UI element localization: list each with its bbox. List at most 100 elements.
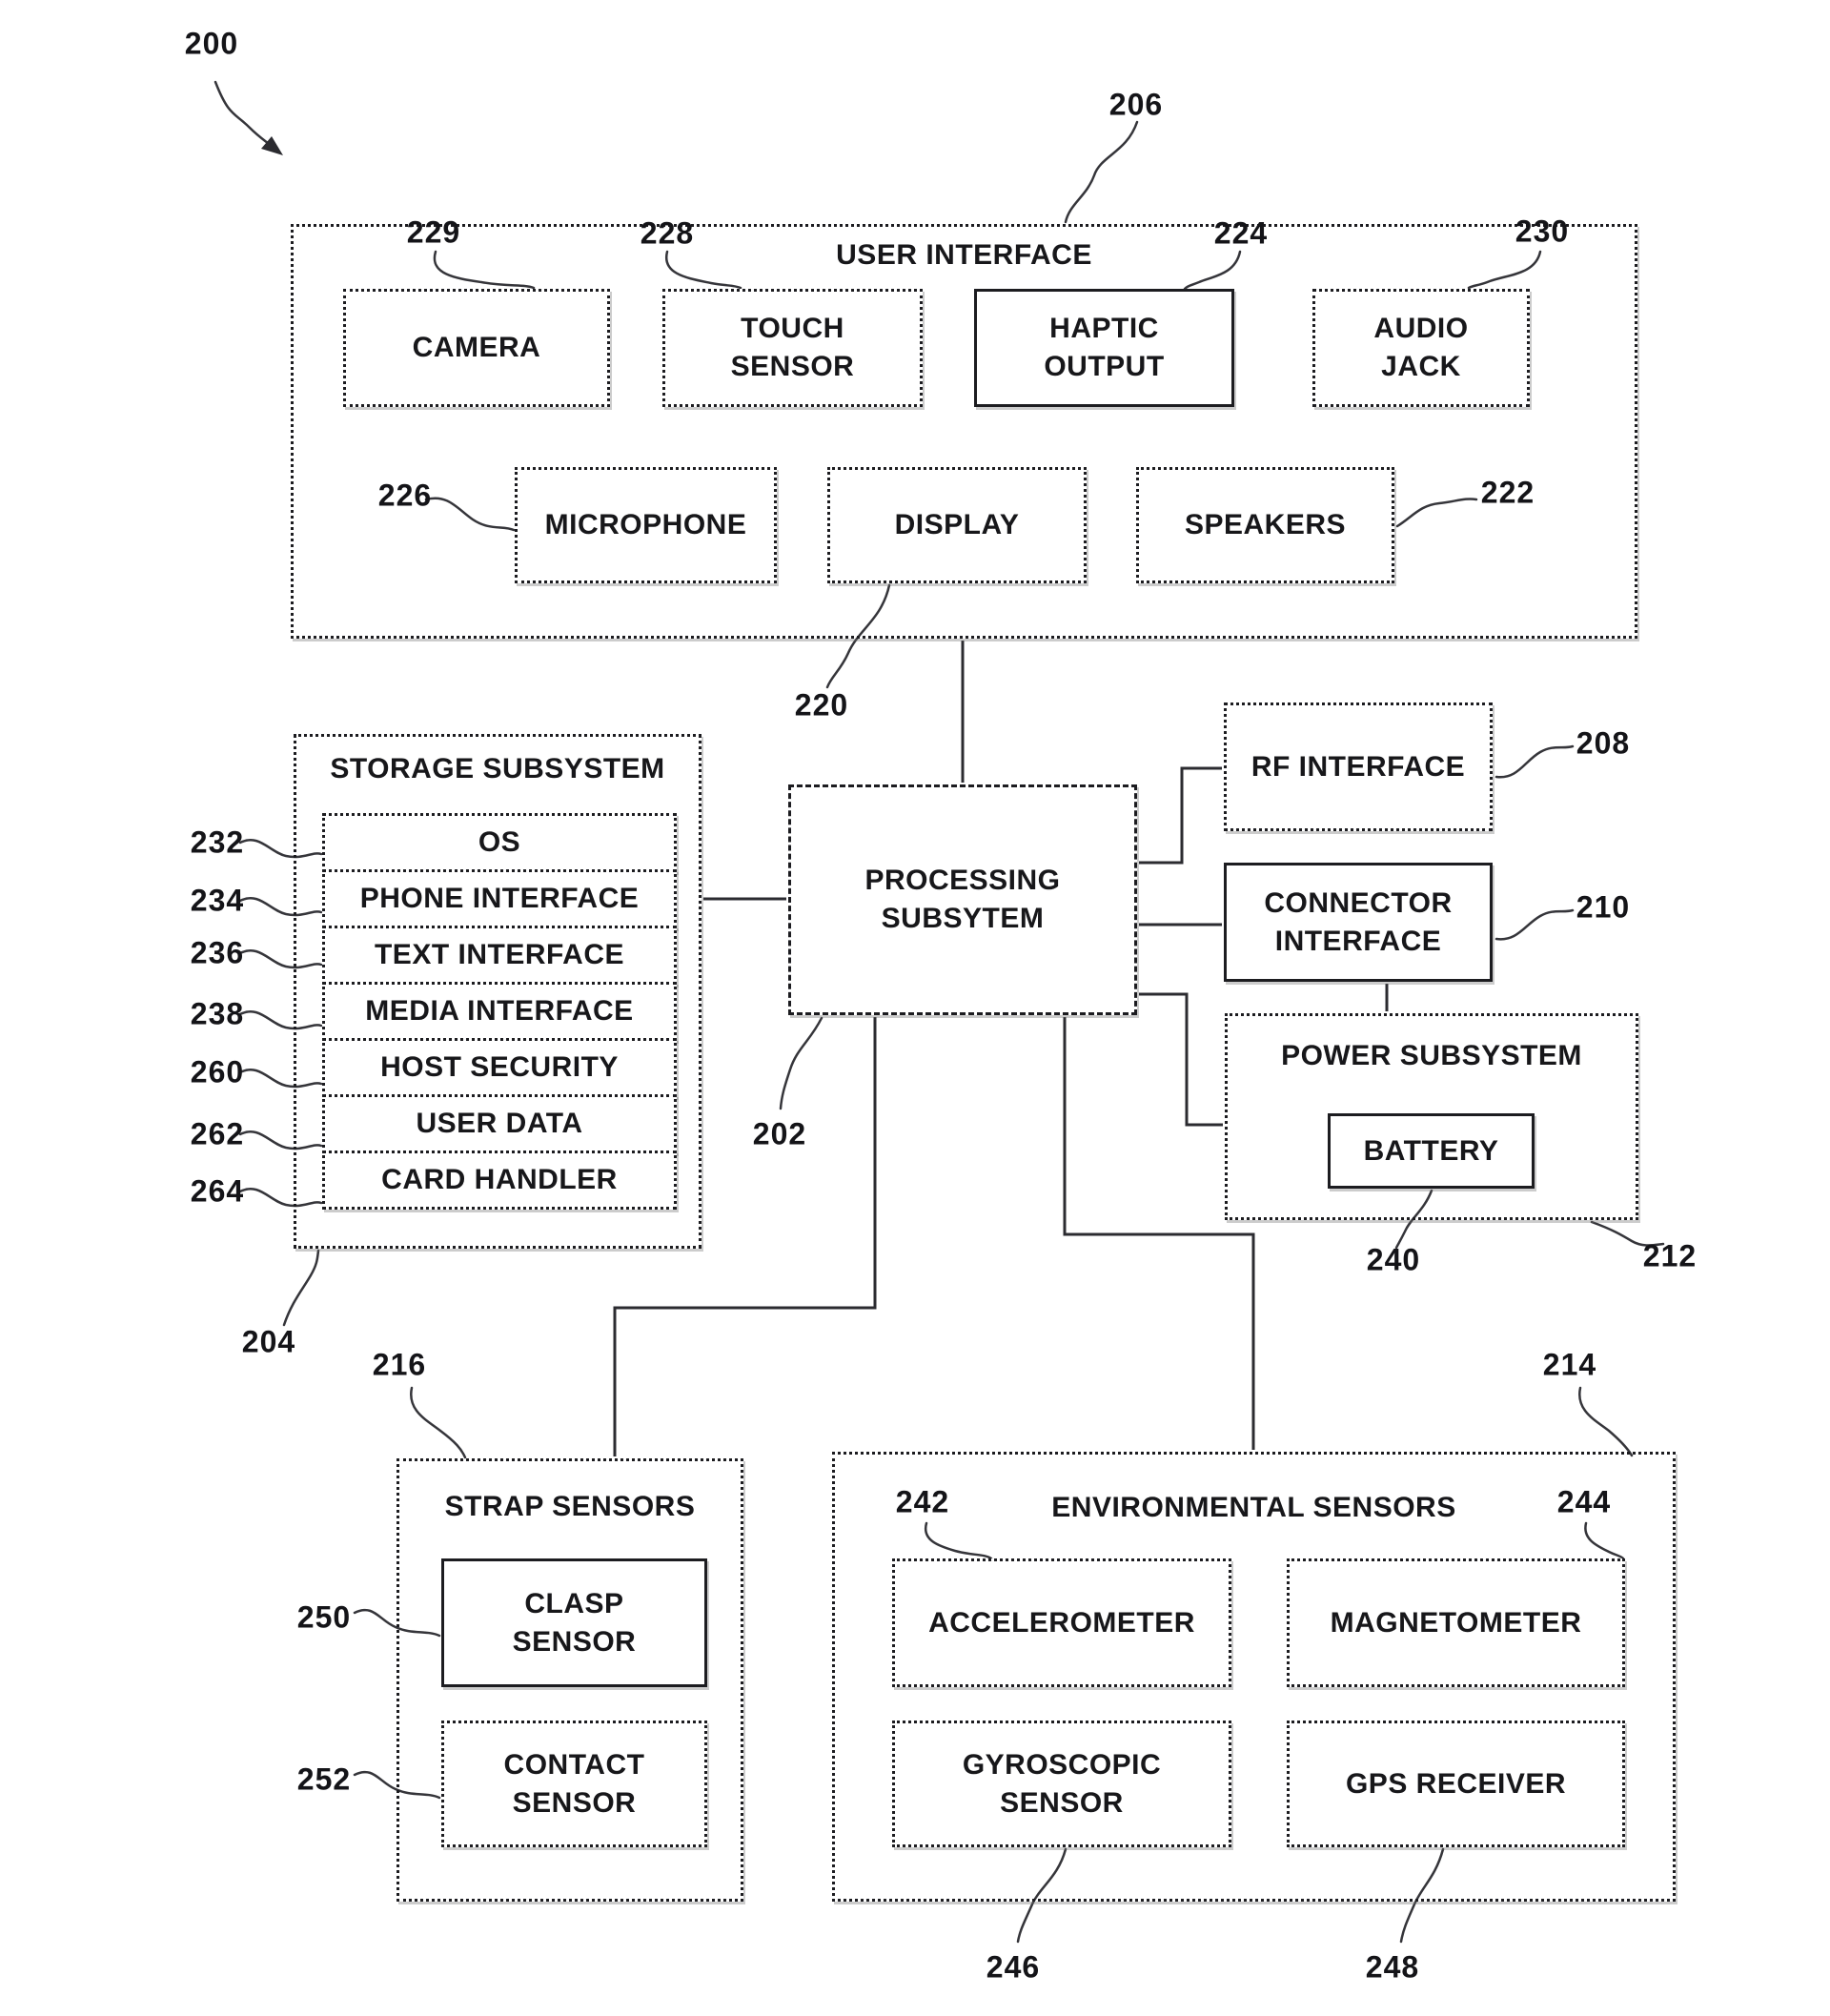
storage-row-host-security: HOST SECURITY (322, 1038, 677, 1097)
ref-label-240: 240 (1366, 1242, 1421, 1277)
storage-row-card-handler: CARD HANDLER (322, 1151, 677, 1210)
storage-subsystem-title: STORAGE SUBSYSTEM (330, 753, 665, 784)
storage-row-media-interface: MEDIA INTERFACE (322, 982, 677, 1041)
ref-label-222: 222 (1480, 475, 1535, 510)
ref-label-244: 244 (1556, 1484, 1612, 1519)
ref-label-208: 208 (1576, 725, 1631, 761)
line-processing-to-env (1063, 1017, 1255, 1450)
leader-220 (825, 583, 891, 689)
connector-interface-box: CONNECTOR INTERFACE (1224, 863, 1493, 982)
ref-label-234: 234 (190, 883, 245, 918)
ref-label-246: 246 (986, 1949, 1041, 1985)
ref-label-220: 220 (794, 687, 849, 723)
line-processing-to-strap (613, 1017, 877, 1456)
leader-222 (1395, 498, 1478, 528)
leader-264 (238, 1188, 323, 1208)
leader-236 (238, 949, 323, 969)
leader-216 (410, 1386, 467, 1459)
leader-228 (664, 250, 742, 290)
environmental-sensors-title: ENVIRONMENTAL SENSORS (1051, 1492, 1456, 1523)
ref-label-202: 202 (752, 1116, 807, 1151)
storage-row-user-data: USER DATA (322, 1094, 677, 1153)
leader-250 (353, 1608, 441, 1638)
leader-252 (353, 1770, 441, 1800)
line-processing-to-power (1139, 992, 1223, 1127)
leader-248 (1399, 1847, 1445, 1944)
ref-label-229: 229 (406, 214, 461, 250)
display-box: DISPLAY (827, 467, 1087, 583)
leader-232 (238, 839, 323, 859)
accelerometer-box: ACCELEROMETER (892, 1558, 1231, 1687)
haptic-output-box: HAPTIC OUTPUT (974, 289, 1234, 407)
ref-label-250: 250 (296, 1599, 352, 1635)
ref-label-204: 204 (241, 1324, 296, 1359)
ref-label-214: 214 (1542, 1347, 1597, 1382)
leader-240 (1394, 1189, 1434, 1250)
contact-sensor-box: CONTACT SENSOR (441, 1721, 707, 1847)
clasp-sensor-box: CLASP SENSOR (441, 1558, 707, 1687)
leader-206 (1064, 120, 1139, 224)
ref-label-216: 216 (372, 1347, 427, 1382)
ref-label-242: 242 (895, 1484, 950, 1519)
camera-box: CAMERA (343, 289, 610, 407)
leader-204 (282, 1249, 320, 1327)
ref-label-232: 232 (190, 825, 245, 860)
power-subsystem-group-box: POWER SUBSYSTEM (1225, 1013, 1638, 1220)
strap-sensors-group-box: STRAP SENSORS (396, 1458, 743, 1902)
ref-label-228: 228 (640, 215, 695, 251)
ref-label-248: 248 (1365, 1949, 1420, 1985)
leader-230 (1467, 250, 1542, 290)
storage-subsystem-group-box: STORAGE SUBSYSTEM (294, 734, 702, 1249)
leader-226 (424, 497, 516, 532)
rf-interface-box: RF INTERFACE (1224, 703, 1493, 831)
ref-label-264: 264 (190, 1173, 245, 1209)
ref-label-206: 206 (1108, 87, 1164, 122)
leader-229 (433, 250, 536, 290)
bus-lines (613, 641, 1389, 1456)
leader-202 (779, 1016, 824, 1110)
user-interface-group-box: USER INTERFACE (291, 224, 1637, 639)
leader-246 (1016, 1847, 1068, 1944)
leader-242 (924, 1521, 993, 1560)
microphone-box: MICROPHONE (515, 467, 777, 583)
strap-sensors-title: STRAP SENSORS (444, 1491, 696, 1522)
ref-label-210: 210 (1576, 889, 1631, 925)
leader-238 (238, 1010, 323, 1030)
power-subsystem-title: POWER SUBSYSTEM (1281, 1040, 1582, 1071)
arrowhead-200 (261, 136, 283, 155)
leader-212 (1590, 1220, 1665, 1247)
ref-label-230: 230 (1515, 214, 1570, 249)
user-interface-title: USER INTERFACE (836, 239, 1092, 271)
ref-label-252: 252 (296, 1761, 352, 1797)
leader-244 (1584, 1521, 1625, 1560)
battery-box: BATTERY (1328, 1113, 1535, 1189)
ref-label-226: 226 (377, 478, 433, 513)
line-processing-to-rf (1139, 766, 1222, 865)
leader-260 (238, 1069, 323, 1089)
speakers-box: SPEAKERS (1136, 467, 1394, 583)
ref-label-236: 236 (190, 935, 245, 970)
magnetometer-box: MAGNETOMETER (1287, 1558, 1625, 1687)
leader-224 (1183, 250, 1242, 291)
ref-label-200: 200 (184, 26, 239, 61)
gps-receiver-box: GPS RECEIVER (1287, 1721, 1625, 1847)
processing-subsystem-box: PROCESSING SUBSYTEM (788, 784, 1137, 1015)
leader-214 (1578, 1386, 1634, 1457)
leader-262 (238, 1130, 323, 1151)
ref-label-260: 260 (190, 1054, 245, 1089)
leader-200-arrow (214, 80, 275, 150)
storage-row-phone-interface: PHONE INTERFACE (322, 869, 677, 928)
touch-sensor-box: TOUCH SENSOR (662, 289, 923, 407)
ref-label-212: 212 (1642, 1238, 1698, 1273)
storage-row-text-interface: TEXT INTERFACE (322, 926, 677, 985)
environmental-sensors-group-box: ENVIRONMENTAL SENSORS (832, 1452, 1676, 1902)
leader-208 (1494, 744, 1575, 779)
leader-lines (214, 80, 1665, 1944)
gyroscopic-sensor-box: GYROSCOPIC SENSOR (892, 1721, 1231, 1847)
storage-row-os: OS (322, 813, 677, 872)
ref-label-224: 224 (1213, 215, 1269, 251)
ref-label-238: 238 (190, 996, 245, 1031)
leader-234 (238, 897, 323, 917)
